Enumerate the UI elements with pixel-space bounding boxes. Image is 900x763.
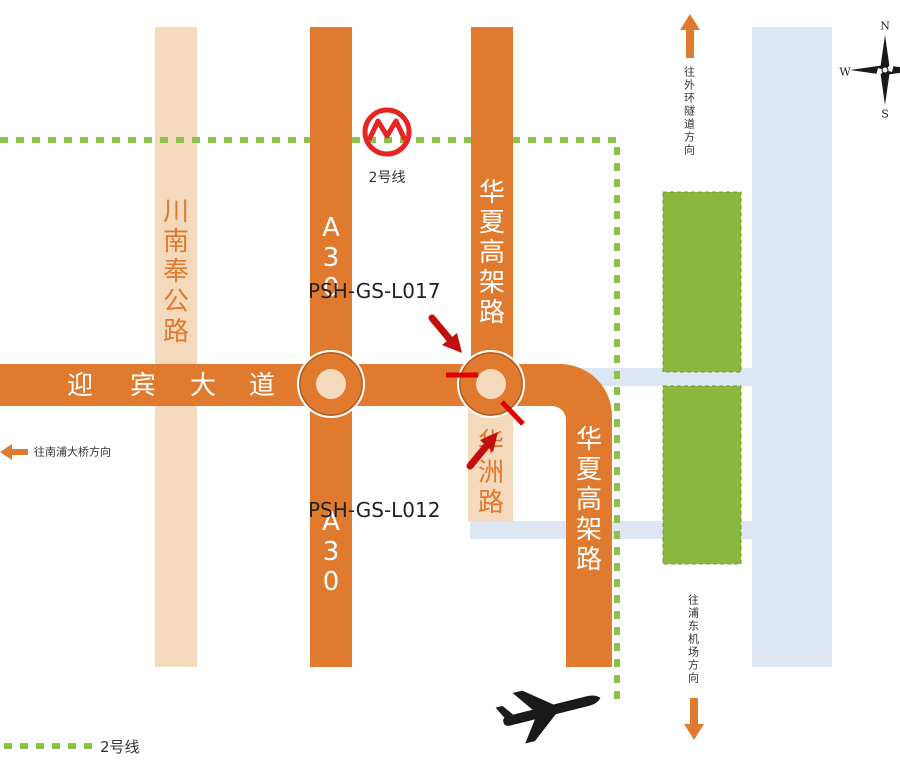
road-char: 高 xyxy=(479,238,505,268)
road-char: 夏 xyxy=(479,208,505,238)
road-char: 南 xyxy=(163,227,189,257)
road-char: 洲 xyxy=(478,458,504,488)
direction-char: 向 xyxy=(688,671,699,685)
direction-arrow-icon xyxy=(680,14,700,58)
label-a30-bottom: A 3 0 xyxy=(322,507,340,597)
road-char: 3 xyxy=(323,537,340,567)
direction-char: 东 xyxy=(688,620,699,633)
marker-code-south: PSH-GS-L012 xyxy=(308,498,440,522)
direction-arrow-icon xyxy=(684,698,704,740)
direction-char: 道 xyxy=(684,117,695,131)
direction-char: 方 xyxy=(688,658,699,672)
marker-code-north: PSH-GS-L017 xyxy=(308,279,440,303)
road-char: 3 xyxy=(323,243,340,273)
pointer-arrow-icon xyxy=(466,432,498,470)
road-char: 迎 xyxy=(67,371,93,401)
road-char: 华 xyxy=(479,178,505,208)
road-char: 路 xyxy=(479,298,505,328)
direction-arrow-icon xyxy=(0,444,28,460)
chuannanfeng-road xyxy=(155,27,197,667)
road-char: 川 xyxy=(163,197,189,227)
yingbin-avenue xyxy=(0,364,612,667)
label-a30-top: A 3 0 xyxy=(322,213,340,303)
road-char: 宾 xyxy=(130,371,156,401)
road-char: 奉 xyxy=(163,257,189,287)
pointer-arrow-icon xyxy=(428,314,462,353)
location-marker xyxy=(500,400,525,426)
road-char: 夏 xyxy=(576,455,602,485)
huaxia-road-north xyxy=(471,27,513,372)
compass-south-label: S xyxy=(881,108,889,121)
road-char: 公 xyxy=(163,287,189,317)
legend-line-label: 2号线 xyxy=(100,738,140,756)
direction-char: 机 xyxy=(688,632,699,646)
road-char: 路 xyxy=(163,317,189,347)
metro-station-label: 2号线 xyxy=(369,170,406,186)
direction-char: 场 xyxy=(688,645,699,659)
road-char: 0 xyxy=(323,273,340,303)
direction-char: 往 xyxy=(684,65,695,79)
road-char: 路 xyxy=(576,545,602,575)
road-char: 0 xyxy=(323,567,340,597)
intersection-a30 xyxy=(297,350,365,418)
compass-icon xyxy=(850,35,900,105)
road-char: 高 xyxy=(576,485,602,515)
metro-line-2 xyxy=(0,137,620,700)
direction-west-label: 往南浦大桥方向 xyxy=(34,445,111,459)
label-huaxia-east: 华 夏 高 架 路 xyxy=(576,425,602,575)
airplane-icon xyxy=(495,690,601,744)
direction-north-label: 往 外 环 隧 道 方 向 xyxy=(684,65,695,157)
intersection-huaxia xyxy=(457,350,525,418)
direction-char: 向 xyxy=(684,143,695,157)
road-char: 大 xyxy=(190,371,216,401)
road-char: 华 xyxy=(576,425,602,455)
label-yingbin: 迎 宾 大 道 xyxy=(67,371,275,401)
road-char: 道 xyxy=(249,371,275,401)
compass-north-label: N xyxy=(880,20,890,33)
label-huaxia-north: 华 夏 高 架 路 xyxy=(479,178,505,328)
direction-char: 浦 xyxy=(688,607,699,620)
direction-char: 隧 xyxy=(684,104,695,118)
metro-logo-icon xyxy=(362,107,412,157)
a30-road xyxy=(310,27,352,667)
direction-char: 往 xyxy=(688,593,699,607)
green-area-north xyxy=(662,191,742,373)
east-light-road xyxy=(752,27,832,667)
direction-char: 方 xyxy=(684,130,695,144)
road-char: 路 xyxy=(478,488,504,518)
direction-char: 外 xyxy=(684,79,695,92)
direction-south-label: 往 浦 东 机 场 方 向 xyxy=(688,593,699,685)
label-chuannanfeng: 川 南 奉 公 路 xyxy=(163,197,189,347)
road-char: A xyxy=(322,507,340,537)
road-char: 架 xyxy=(576,515,602,545)
direction-char: 环 xyxy=(684,92,695,105)
green-area-south xyxy=(662,385,742,565)
road-char: A xyxy=(322,213,340,243)
compass-west-label: W xyxy=(839,66,851,79)
road-char: 架 xyxy=(479,268,505,298)
